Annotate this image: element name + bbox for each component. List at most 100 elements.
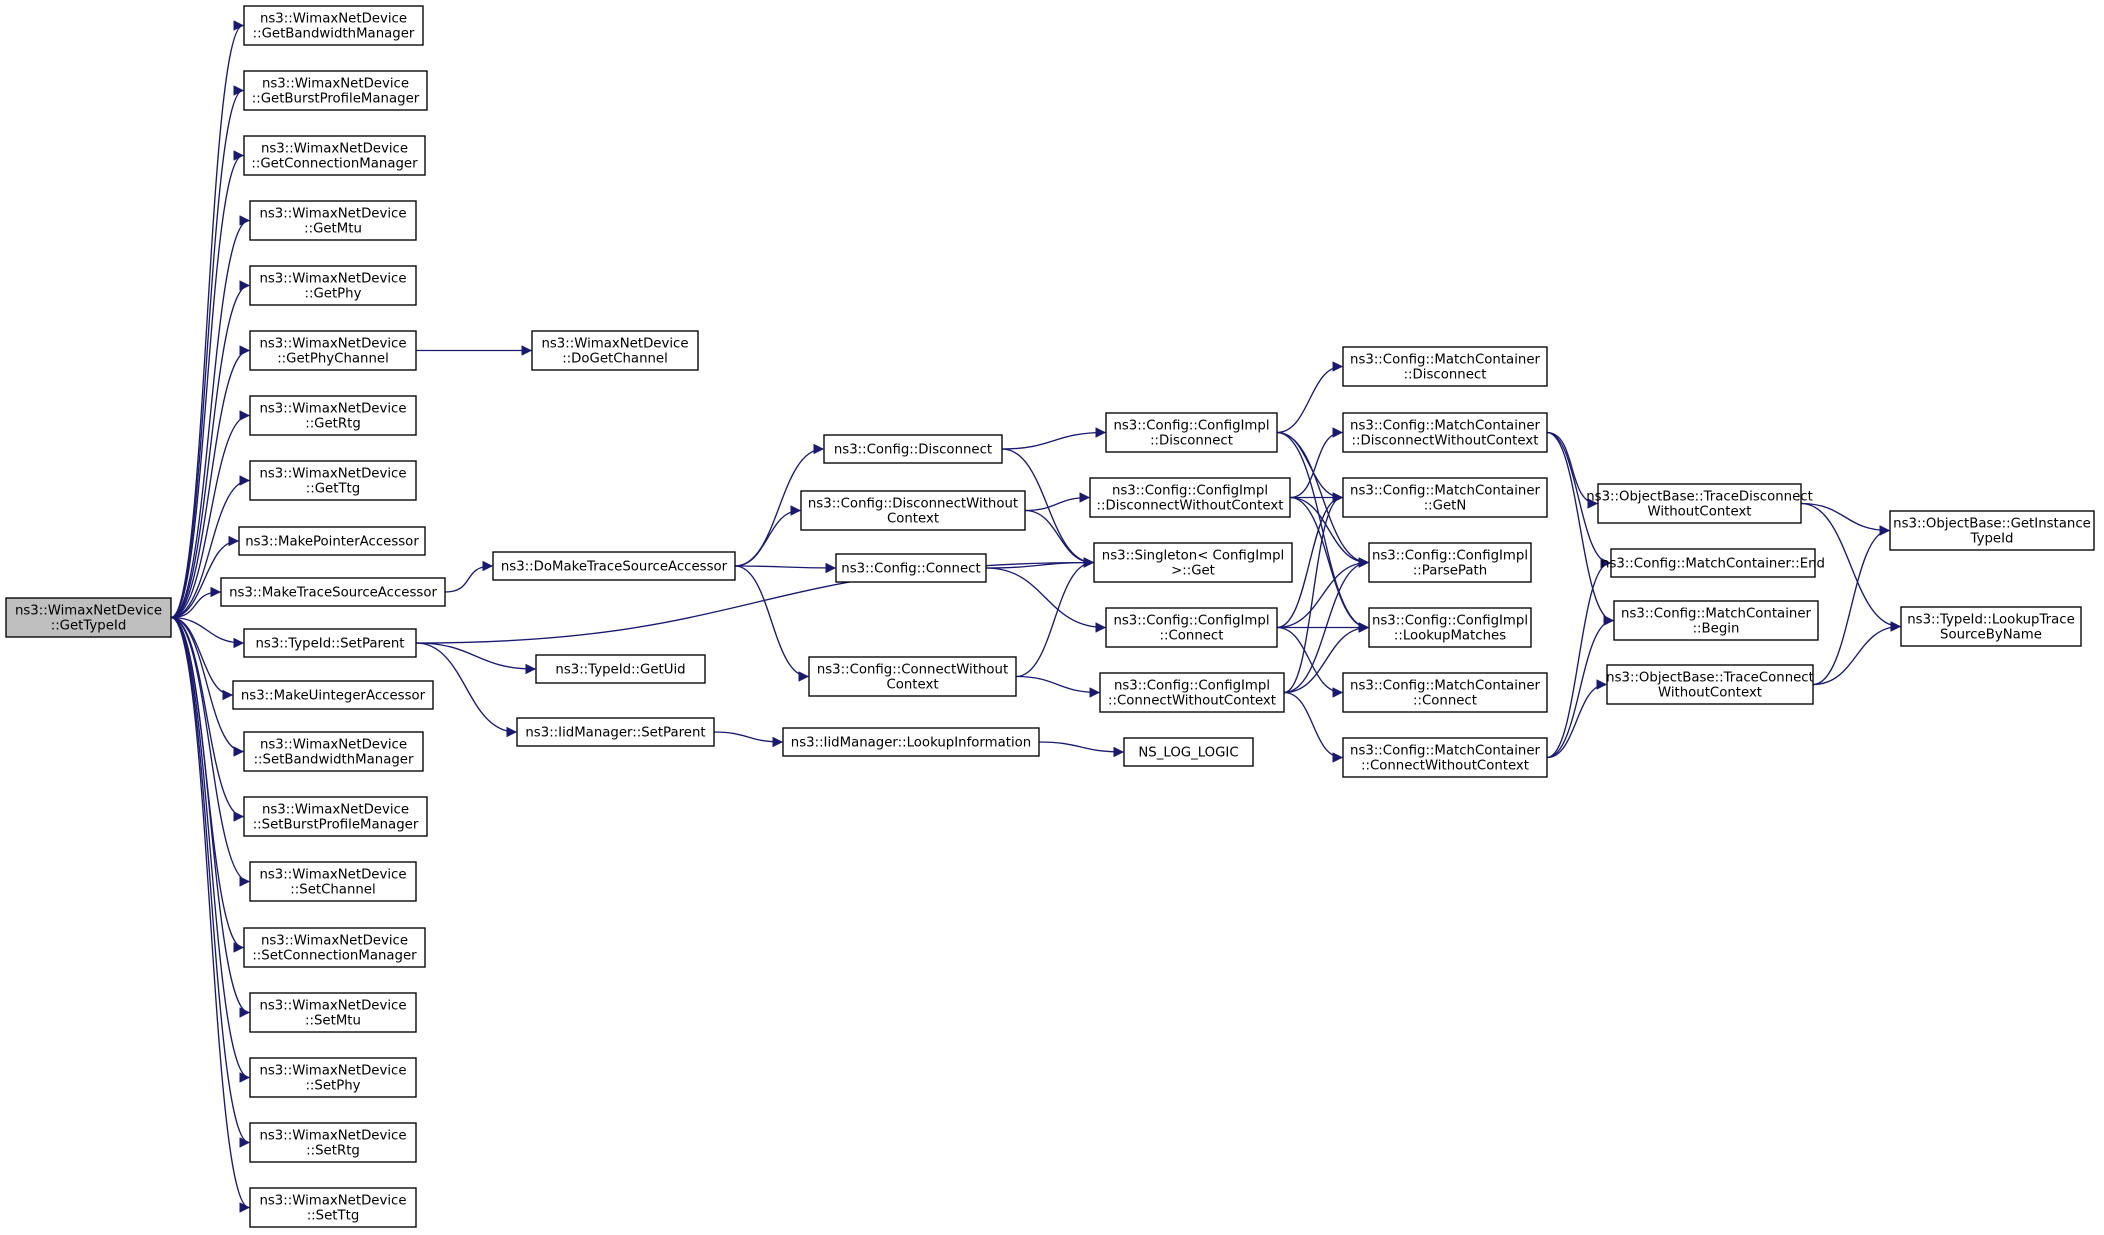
node-get-phy-channel[interactable]: ns3::WimaxNetDevice::GetPhyChannel [249, 330, 417, 371]
edge-mc-connect-without-context-to-ob-trace-connect-without-context [1546, 685, 1606, 759]
node-box [823, 434, 1003, 464]
node-label: ns3::WimaxNetDevice [261, 934, 408, 949]
node-label: ::Connect [1160, 629, 1224, 644]
edge-root-to-get-mtu [170, 221, 249, 619]
node-box [800, 490, 1026, 531]
node-set-burst-profile-manager[interactable]: ns3::WimaxNetDevice::SetBurstProfileMana… [243, 796, 428, 837]
node-set-mtu[interactable]: ns3::WimaxNetDevice::SetMtu [249, 992, 417, 1033]
node-get-mtu[interactable]: ns3::WimaxNetDevice::GetMtu [249, 200, 417, 241]
node-label: ns3::WimaxNetDevice [259, 337, 406, 352]
node-label: ns3::Config::ConfigImpl [1112, 484, 1268, 499]
node-box [1342, 477, 1548, 518]
node-label: ::GetN [1424, 499, 1467, 514]
node-label: ::LookupMatches [1394, 629, 1506, 644]
node-get-phy[interactable]: ns3::WimaxNetDevice::GetPhy [249, 265, 417, 306]
node-get-burst-profile-manager[interactable]: ns3::WimaxNetDevice::GetBurstProfileMana… [243, 70, 428, 111]
node-label: ns3::WimaxNetDevice [259, 272, 406, 287]
node-label: ::GetPhyChannel [277, 352, 389, 367]
node-box [249, 265, 417, 306]
node-config-disconnect-without-context[interactable]: ns3::Config::DisconnectWithoutContext [800, 490, 1026, 531]
node-ob-trace-connect-without-context[interactable]: ns3::ObjectBase::TraceConnectWithoutCont… [1606, 664, 1814, 705]
node-set-bandwidth-manager[interactable]: ns3::WimaxNetDevice::SetBandwidthManager [243, 731, 424, 772]
node-impl-lookup-matches[interactable]: ns3::Config::ConfigImpl::LookupMatches [1368, 607, 1532, 648]
node-get-connection-manager[interactable]: ns3::WimaxNetDevice::GetConnectionManage… [243, 135, 426, 176]
node-label: ns3::IidManager::LookupInformation [791, 736, 1031, 751]
node-config-connect[interactable]: ns3::Config::Connect [835, 553, 987, 583]
node-box [232, 680, 434, 710]
node-label: ::SetRtg [306, 1144, 360, 1159]
edge-mc-connect-without-context-to-mc-end [1546, 563, 1610, 759]
node-iid-lookup-information[interactable]: ns3::IidManager::LookupInformation [782, 727, 1040, 757]
node-label: ::ConnectWithoutContext [1361, 759, 1529, 774]
node-label: ns3::WimaxNetDevice [261, 142, 408, 157]
node-get-rtg[interactable]: ns3::WimaxNetDevice::GetRtg [249, 395, 417, 436]
node-label: ns3::Config::ConfigImpl [1113, 614, 1269, 629]
node-set-phy[interactable]: ns3::WimaxNetDevice::SetPhy [249, 1057, 417, 1098]
node-set-ttg[interactable]: ns3::WimaxNetDevice::SetTtg [249, 1187, 417, 1228]
node-iid-set-parent[interactable]: ns3::IidManager::SetParent [516, 717, 715, 747]
node-label: ::GetPhy [305, 287, 362, 302]
node-set-channel[interactable]: ns3::WimaxNetDevice::SetChannel [249, 861, 417, 902]
node-mc-disconnect-without-context[interactable]: ns3::Config::MatchContainer::DisconnectW… [1342, 412, 1548, 453]
node-impl-connect[interactable]: ns3::Config::ConfigImpl::Connect [1105, 607, 1278, 648]
node-label: ns3::WimaxNetDevice [262, 803, 409, 818]
node-mc-get-n[interactable]: ns3::Config::MatchContainer::GetN [1342, 477, 1548, 518]
node-ob-trace-disconnect-without-context[interactable]: ns3::ObjectBase::TraceDisconnectWithoutC… [1586, 483, 1813, 524]
node-singleton-get[interactable]: ns3::Singleton< ConfigImpl >::Get [1093, 542, 1293, 583]
node-label: ::DoGetChannel [562, 352, 668, 367]
edge-root-to-get-burst-profile-manager [170, 91, 243, 619]
node-set-rtg[interactable]: ns3::WimaxNetDevice::SetRtg [249, 1122, 417, 1163]
node-box [1093, 542, 1293, 583]
node-label: ::GetBurstProfileManager [252, 92, 420, 107]
node-box [535, 654, 706, 684]
node-impl-disconnect[interactable]: ns3::Config::ConfigImpl::Disconnect [1105, 412, 1278, 453]
node-do-make-trace-source-accessor[interactable]: ns3::DoMakeTraceSourceAccessor [492, 551, 736, 581]
node-box [1089, 477, 1291, 518]
node-label: ns3::WimaxNetDevice [260, 738, 407, 753]
call-nodes: ns3::WimaxNetDevice::GetTypeIdns3::Wimax… [5, 5, 2095, 1228]
node-mc-end[interactable]: ns3::Config::MatchContainer::End [1601, 548, 1825, 578]
edge-impl-connect-to-mc-get-n [1276, 498, 1342, 629]
node-label: ns3::ObjectBase::TraceDisconnect [1586, 490, 1813, 505]
node-make-pointer-accessor[interactable]: ns3::MakePointerAccessor [238, 526, 426, 556]
node-mc-connect[interactable]: ns3::Config::MatchContainer::Connect [1342, 672, 1548, 713]
node-label: ::SetMtu [305, 1014, 361, 1029]
node-set-connection-manager[interactable]: ns3::WimaxNetDevice::SetConnectionManage… [243, 927, 426, 968]
node-do-get-channel[interactable]: ns3::WimaxNetDevice::DoGetChannel [531, 330, 699, 371]
node-make-trace-source-accessor[interactable]: ns3::MakeTraceSourceAccessor [220, 577, 446, 607]
node-get-bandwidth-manager[interactable]: ns3::WimaxNetDevice::GetBandwidthManager [243, 5, 424, 46]
node-impl-parse-path[interactable]: ns3::Config::ConfigImpl::ParsePath [1368, 542, 1532, 583]
node-impl-connect-without-context[interactable]: ns3::Config::ConfigImpl::ConnectWithoutC… [1099, 672, 1285, 713]
node-mc-begin[interactable]: ns3::Config::MatchContainer::Begin [1613, 600, 1819, 641]
node-label: ns3::Singleton< ConfigImpl [1102, 549, 1284, 564]
node-label: TypeId [1970, 532, 2014, 547]
node-box [516, 717, 715, 747]
node-make-uinteger-accessor[interactable]: ns3::MakeUintegerAccessor [232, 680, 434, 710]
node-box [1368, 542, 1532, 583]
edge-iid-lookup-information-to-ns-log-logic [1038, 741, 1123, 752]
edge-mc-disconnect-without-context-to-mc-end [1546, 431, 1610, 564]
node-impl-disconnect-without-context[interactable]: ns3::Config::ConfigImpl::DisconnectWitho… [1089, 477, 1291, 518]
node-get-ttg[interactable]: ns3::WimaxNetDevice::GetTtg [249, 460, 417, 501]
node-label: ns3::DoMakeTraceSourceAccessor [501, 560, 728, 575]
edge-iid-set-parent-to-iid-lookup-information [713, 731, 782, 742]
edge-config-disconnect-without-context-to-impl-disconnect-without-context [1024, 498, 1089, 512]
node-config-disconnect[interactable]: ns3::Config::Disconnect [823, 434, 1003, 464]
node-ns-log-logic[interactable]: NS_LOG_LOGIC [1123, 737, 1254, 767]
node-label: WithoutContext [1658, 686, 1762, 701]
edge-impl-connect-to-mc-connect [1276, 626, 1342, 693]
node-label: ns3::Config::ConnectWithout [817, 663, 1008, 678]
node-root[interactable]: ns3::WimaxNetDevice::GetTypeId [5, 597, 172, 638]
node-type-id-get-uid[interactable]: ns3::TypeId::GetUid [535, 654, 706, 684]
node-config-connect-without-context[interactable]: ns3::Config::ConnectWithoutContext [808, 656, 1017, 697]
node-mc-disconnect[interactable]: ns3::Config::MatchContainer::Disconnect [1342, 346, 1548, 387]
edge-root-to-set-channel [170, 616, 249, 882]
node-mc-connect-without-context[interactable]: ns3::Config::MatchContainer::ConnectWith… [1342, 737, 1548, 778]
node-label: ns3::Config::MatchContainer [1350, 679, 1540, 694]
edge-root-to-set-ttg [170, 616, 249, 1208]
node-label: ns3::TypeId::SetParent [255, 637, 404, 652]
node-type-id-set-parent[interactable]: ns3::TypeId::SetParent [243, 628, 417, 658]
node-label: ns3::Config::Disconnect [834, 443, 992, 458]
